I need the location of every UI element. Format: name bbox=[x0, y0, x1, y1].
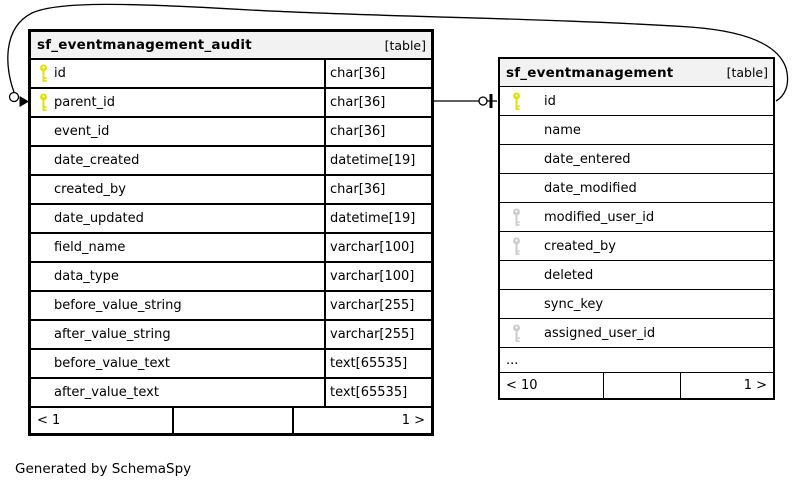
table-row: data_type varchar[100] bbox=[31, 263, 431, 292]
column-name: id bbox=[544, 93, 556, 109]
table-row: deleted bbox=[500, 261, 773, 290]
column-name: event_id bbox=[54, 124, 110, 139]
column-name: date_entered bbox=[544, 151, 631, 167]
table-sf_eventmanagement_audit: sf_eventmanagement_audit [table] id char… bbox=[28, 29, 434, 436]
primary-key-icon bbox=[39, 64, 48, 83]
table-footer: < 1 1 > bbox=[31, 408, 431, 433]
table-row: modified_user_id bbox=[500, 203, 773, 232]
table-sf_eventmanagement: sf_eventmanagement [table] id name bbox=[498, 57, 775, 400]
table-row: id char[36] bbox=[31, 60, 431, 89]
table-name[interactable]: sf_eventmanagement_audit bbox=[37, 37, 252, 53]
table-row: parent_id char[36] bbox=[31, 89, 431, 118]
table-row: before_value_text text[65535] bbox=[31, 350, 431, 379]
table-row: date_updated datetime[19] bbox=[31, 205, 431, 234]
footer-spacer bbox=[172, 408, 294, 433]
column-type: char[36] bbox=[324, 89, 431, 116]
table-header[interactable]: sf_eventmanagement_audit [table] bbox=[31, 32, 431, 60]
table-row: before_value_string varchar[255] bbox=[31, 292, 431, 321]
table-header[interactable]: sf_eventmanagement [table] bbox=[500, 59, 773, 87]
table-row: created_by bbox=[500, 232, 773, 261]
column-name: after_value_text bbox=[54, 385, 159, 400]
table-row: date_modified bbox=[500, 174, 773, 203]
column-name: assigned_user_id bbox=[544, 325, 656, 341]
truncation-indicator: ... bbox=[500, 348, 773, 373]
column-name: id bbox=[54, 66, 66, 81]
index-key-icon bbox=[512, 324, 521, 343]
column-type: text[65535] bbox=[324, 379, 431, 406]
table-name[interactable]: sf_eventmanagement bbox=[506, 64, 674, 81]
column-type: text[65535] bbox=[324, 350, 431, 377]
column-name: created_by bbox=[544, 238, 616, 254]
table-row: field_name varchar[100] bbox=[31, 234, 431, 263]
table-badge: [table] bbox=[384, 37, 426, 53]
column-type: varchar[255] bbox=[324, 292, 431, 319]
zero-cardinality-circle-left bbox=[8, 91, 20, 103]
column-name: sync_key bbox=[544, 296, 604, 312]
column-name: name bbox=[544, 122, 581, 138]
parents-count: 1 > bbox=[743, 378, 767, 393]
table-row: assigned_user_id bbox=[500, 319, 773, 348]
table-row: id bbox=[500, 87, 773, 116]
table-row: after_value_string varchar[255] bbox=[31, 321, 431, 350]
parents-count: 1 > bbox=[401, 413, 425, 428]
table-row: name bbox=[500, 116, 773, 145]
primary-key-icon bbox=[39, 93, 48, 112]
column-name: data_type bbox=[54, 269, 119, 284]
zero-cardinality-circle-right bbox=[478, 96, 488, 106]
children-count: < 1 bbox=[37, 413, 61, 428]
column-type: char[36] bbox=[324, 176, 431, 203]
column-name: field_name bbox=[54, 240, 126, 255]
column-name: date_modified bbox=[544, 180, 637, 196]
column-type: varchar[100] bbox=[324, 263, 431, 290]
table-row: date_created datetime[19] bbox=[31, 147, 431, 176]
table-row: sync_key bbox=[500, 290, 773, 319]
footer-spacer bbox=[603, 373, 681, 398]
column-type: datetime[19] bbox=[324, 205, 431, 232]
column-type: char[36] bbox=[324, 60, 431, 87]
children-count: < 10 bbox=[506, 378, 538, 393]
column-type: char[36] bbox=[324, 118, 431, 145]
table-footer: < 10 1 > bbox=[500, 373, 773, 398]
table-row: event_id char[36] bbox=[31, 118, 431, 147]
column-type: varchar[100] bbox=[324, 234, 431, 261]
column-type: datetime[19] bbox=[324, 147, 431, 174]
column-type: varchar[255] bbox=[324, 321, 431, 348]
column-name: before_value_string bbox=[54, 298, 182, 313]
table-badge: [table] bbox=[726, 65, 768, 80]
index-key-icon bbox=[512, 208, 521, 227]
generator-note: Generated by SchemaSpy bbox=[15, 461, 192, 477]
column-name: parent_id bbox=[54, 95, 115, 110]
column-name: date_updated bbox=[54, 211, 144, 226]
column-name: deleted bbox=[544, 267, 594, 283]
column-name: modified_user_id bbox=[544, 209, 655, 225]
table-row: created_by char[36] bbox=[31, 176, 431, 205]
table-row: after_value_text text[65535] bbox=[31, 379, 431, 408]
index-key-icon bbox=[512, 237, 521, 256]
column-name: date_created bbox=[54, 153, 140, 168]
column-name: before_value_text bbox=[54, 356, 171, 371]
primary-key-icon bbox=[512, 92, 521, 111]
column-name: created_by bbox=[54, 182, 126, 197]
table-row: date_entered bbox=[500, 145, 773, 174]
column-name: after_value_string bbox=[54, 327, 171, 342]
